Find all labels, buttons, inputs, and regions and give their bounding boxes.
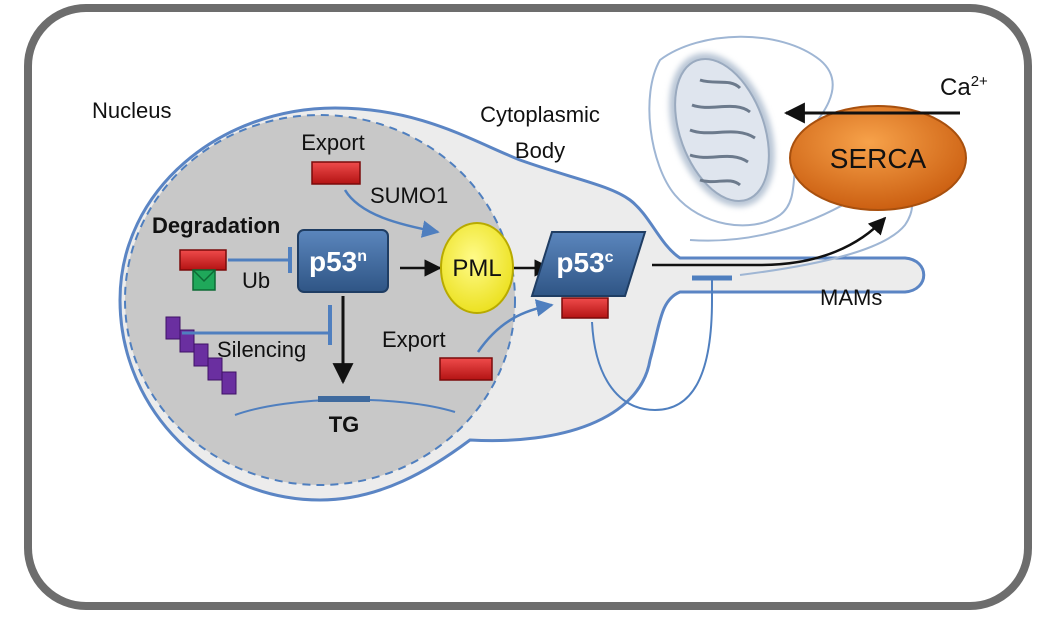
mams-label: MAMs: [820, 285, 882, 310]
export-bottom-arrow: [476, 299, 554, 353]
silencing-label: Silencing: [217, 337, 306, 362]
serca-pump: [789, 105, 967, 211]
pml-label: PML: [452, 255, 501, 282]
nucleus-label: Nucleus: [92, 98, 171, 123]
export-bottom-label: Export: [382, 327, 446, 352]
p53c-box: [530, 231, 647, 297]
degradation-export-tag: [179, 249, 227, 271]
export-tag-top: [311, 161, 361, 185]
pml-body: [440, 222, 514, 314]
target-gene-segment: [318, 396, 370, 402]
p53c-label: p53c: [556, 247, 613, 278]
cytoplasmic-body-label-line1: Cytoplasmic: [480, 102, 600, 127]
mitochondrion: [669, 53, 775, 207]
sumo1-arrow: [343, 189, 440, 238]
ubiquitin-tag: [192, 269, 216, 291]
p53n-label: p53n: [309, 246, 367, 277]
export-top-label: Export: [301, 130, 365, 155]
mam-membrane: [648, 35, 834, 227]
ub-label: Ub: [242, 268, 270, 293]
p53n-box: [297, 229, 389, 293]
cytoplasmic-body-label-line2: Body: [515, 138, 565, 163]
degradation-label: Degradation: [152, 213, 280, 238]
p53c-to-serca-arrow: [652, 216, 887, 267]
serca-label: SERCA: [830, 143, 927, 174]
export-tag-bottom: [439, 357, 493, 381]
p53c-export-tag: [561, 297, 609, 319]
feedback-loop: [591, 280, 713, 412]
ca-label: Ca2+: [940, 73, 988, 101]
sumo1-label: SUMO1: [370, 183, 448, 208]
histone-stack: [165, 316, 237, 395]
tg-label: TG: [329, 412, 360, 437]
